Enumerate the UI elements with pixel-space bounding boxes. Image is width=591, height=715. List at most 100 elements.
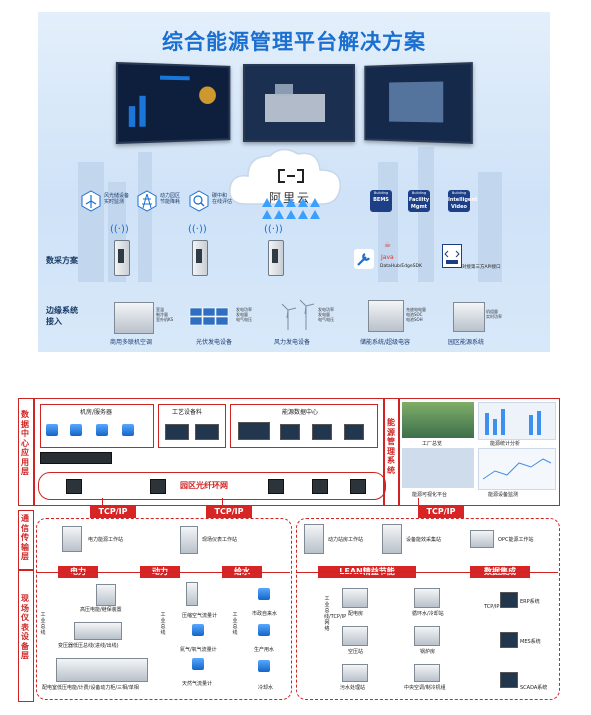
dashboard-screen [115,61,231,145]
energy-dc-box [230,404,378,448]
tcp-ip-badge: TCP/IP [206,506,252,518]
dynamic-item: 天然气流量计 [182,681,213,687]
device-notes: 室温 制冷量 室外机KS [156,307,174,322]
solar-panel-icon [189,307,229,326]
icon-group-text: 风光储设备 实时监测 [104,193,130,205]
water-meter-device [258,624,270,636]
water-meter-device [258,588,270,600]
city-building [418,147,434,282]
power-house-device [304,524,324,554]
3d-building-screen [364,62,473,144]
network-switch-icon [268,479,284,494]
gateway-device [114,240,130,276]
device-caption: 风力发电设备 [274,339,311,346]
dc-group-title: 机房/服务器 [80,409,113,416]
aliyun-logo-icon [278,169,304,183]
process-equipment-box [158,404,226,448]
device-caption: 光伏发电设备 [196,339,233,346]
data-item: ERP系统 [520,599,540,605]
workstation-icon [312,424,332,440]
comm-item: 设备能效采集站 [406,537,442,543]
left-field-zone [36,518,292,700]
laptop-icon [195,424,219,440]
distribution-meter-device [56,658,148,682]
device-caption: 储能系统/超级电容 [360,339,411,346]
transformer-meter-device [74,622,122,640]
comm-item: 现场仪表工作站 [202,537,238,543]
air-flowmeter-device [186,582,198,606]
park-energy-device [453,302,485,332]
network-switch-icon [66,479,82,494]
energy-mgmt-frame [398,398,560,506]
water-item: 冷却水 [258,685,274,691]
lean-item: 锅炉房 [420,649,436,655]
energy-monitor-chart [478,448,556,490]
comm-layer-label: 通信传输层 [21,514,29,561]
right-panel-label: 工厂总览 [422,441,443,447]
energy-mgmt-label: 能源管理系统 [387,418,395,475]
comm-item: 动力站房工作站 [328,537,364,543]
opc-station-device [470,530,494,548]
server-room-box [40,404,154,448]
lean-item: 中央空调/制冷机组 [404,685,446,691]
gateway-device [192,240,208,276]
network-switch-icon [350,479,366,494]
right-field-zone [296,518,560,700]
power-grid-icon [137,190,157,212]
edge-system-label: 边缘系统 接入 [46,306,78,326]
database-icon [122,424,134,436]
field-layer-band [18,570,34,702]
lean-item: 配电房 [348,611,364,617]
data-item: SCADA系统 [520,685,548,691]
gas-flowmeter-device [192,624,204,636]
boiler-room-device [414,626,440,646]
laptop-icon [165,424,189,440]
search-icon [189,190,209,212]
power-room-device [342,588,368,608]
device-notes: 发电功率 发电量 电气电压 [236,307,252,322]
app-layer-frame [34,398,384,506]
workstation-icon [280,424,300,440]
wind-turbine-icon [81,190,101,212]
wifi-icon: ((·)) [110,224,129,235]
comm-layer-band [18,510,34,570]
api-label: 对接第三方API接口 [462,265,501,270]
java-text-icon: Java [381,254,394,261]
power-item: 变压器低压总线(进线/出线) [58,643,119,649]
central-ac-device [414,664,440,682]
bus-label: 工业总线 [40,612,46,636]
wind-turbine-icon [281,299,315,330]
water-item: 市政自来水 [252,611,278,617]
fiber-ring [38,472,386,500]
dc-group-title: 能源数据中心 [282,409,319,416]
datahub-label: DataHub/EdgeSDK [380,264,422,269]
lean-item: 污水处理站 [340,685,366,691]
water-item: 生产用水 [254,647,275,653]
lean-item: 空压站 [348,649,364,655]
bus-label: 工业总线 [160,612,166,636]
icon-group-text: 碳中和 在线评估 [212,193,233,205]
api-icon [442,244,462,268]
city-building [138,152,152,282]
energy-mgmt-band [384,398,400,506]
lean-item: 循环水/冷却站 [412,611,444,617]
database-icon [70,424,82,436]
energy-visual-image [402,448,474,488]
comm-item: OPC能源工作站 [498,537,534,543]
data-scheme-label: 数采方案 [46,256,78,265]
sewage-station-device [342,664,368,682]
ac-unit-device [114,302,154,334]
page-title: 综合能源管理平台解决方案 [162,30,426,54]
cloud-icon [229,148,341,205]
device-caption: 商用多联机空调 [110,339,153,346]
hv-relay-device [96,584,116,606]
dynamic-item: 氮气/氧气流量计 [180,647,217,653]
device-notes: 充放电电量 电池SOC 电池SOH [406,307,426,322]
app-layer-band [18,398,34,506]
power-item: 配电室低压电能/计费/设备动力柜/三相/单相 [42,685,139,691]
tcp-ip-badge: TCP/IP [90,506,136,518]
power-station-device [62,526,82,552]
device-notes: 机组量 实时功率 [486,309,502,319]
